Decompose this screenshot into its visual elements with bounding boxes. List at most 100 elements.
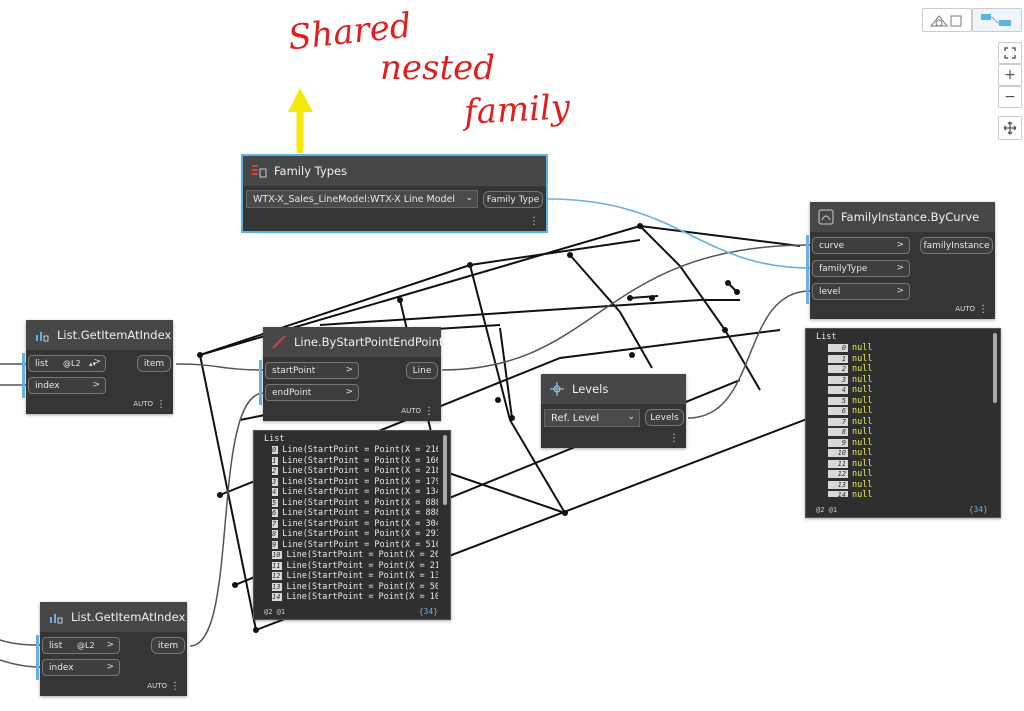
zoom-out-button[interactable]: −	[998, 86, 1022, 108]
family-type-dropdown[interactable]: WTX-X_Sales_LineModel:WTX-X Line Model ⌄	[246, 190, 478, 208]
output-port-family-instance[interactable]: familyInstance	[920, 237, 993, 254]
dropdown-value: WTX-X_Sales_LineModel:WTX-X Line Model	[253, 193, 456, 205]
input-port-index[interactable]: index >	[36, 657, 120, 680]
preview-scrollbar[interactable]	[993, 333, 997, 403]
list-level[interactable]: @L2	[63, 359, 81, 368]
lacing-label[interactable]: AUTO	[401, 407, 421, 415]
input-port-family-type[interactable]: familyType >	[806, 258, 910, 281]
chevron-right-icon: >	[896, 286, 904, 296]
pan-button[interactable]	[998, 116, 1022, 140]
input-port-level[interactable]: level >	[806, 281, 910, 304]
output-port-levels[interactable]: Levels	[645, 409, 684, 426]
preview-row-value: Line(StartPoint = Point(X = 888	[282, 497, 438, 508]
zoom-in-button[interactable]: +	[998, 64, 1022, 86]
preview-row-value: Line(StartPoint = Point(X = 26	[286, 550, 438, 561]
input-port-list-chevron[interactable]: >	[93, 355, 106, 372]
input-port-end-point[interactable]: endPoint >	[259, 382, 359, 405]
preview-row-value: Line(StartPoint = Point(X = 21	[286, 560, 438, 571]
node-family-types[interactable]: Family Types WTX-X_Sales_LineModel:WTX-X…	[241, 154, 548, 233]
preview-row-index: 8	[272, 530, 279, 539]
output-port-line[interactable]: Line	[406, 362, 438, 379]
family-types-icon	[251, 163, 267, 179]
node-header[interactable]: Family Types	[243, 156, 546, 186]
node-header[interactable]: FamilyInstance.ByCurve	[810, 202, 995, 232]
node-line-by-points[interactable]: Line.ByStartPointEndPoint startPoint > e…	[259, 327, 444, 421]
node-menu-icon[interactable]: ⋮	[170, 681, 180, 692]
node-levels[interactable]: Levels Ref. Level ⌄ Levels ⋮	[541, 374, 686, 448]
preview-row-value: null	[852, 343, 873, 354]
input-port-list[interactable]: list @L2 ▴▾	[22, 353, 106, 376]
list-level[interactable]: @L2	[77, 641, 95, 650]
preview-row-value: null	[852, 437, 873, 448]
node-title: FamilyInstance.ByCurve	[841, 210, 980, 224]
input-port-curve[interactable]: curve >	[806, 235, 910, 258]
node-menu-icon[interactable]: ⋮	[529, 216, 539, 227]
input-port-index[interactable]: index >	[22, 375, 106, 398]
preview-row-index: 3	[828, 375, 848, 384]
annotation-arrow	[288, 88, 313, 154]
output-port-item[interactable]: item	[151, 637, 185, 654]
level-dropdown[interactable]: Ref. Level ⌄	[544, 409, 640, 427]
lacing-label[interactable]: AUTO	[147, 682, 167, 690]
geometry-view-button[interactable]	[922, 8, 972, 32]
preview-levels: @2 @1	[816, 506, 838, 514]
wire-selected	[547, 198, 811, 269]
node-family-instance-by-curve[interactable]: FamilyInstance.ByCurve curve > familyTyp…	[806, 202, 995, 319]
preview-label: List	[264, 434, 285, 444]
input-port-start-point[interactable]: startPoint >	[259, 360, 359, 383]
preview-count: {34}	[418, 607, 438, 616]
list-getitem-icon	[48, 609, 64, 625]
output-port-family-type[interactable]: Family Type	[483, 191, 543, 208]
preview-row-value: null	[852, 458, 873, 469]
lacing-label[interactable]: AUTO	[955, 305, 975, 313]
node-menu-icon[interactable]: ⋮	[424, 406, 434, 417]
preview-row-index: 3	[272, 477, 279, 486]
node-menu-icon[interactable]: ⋮	[669, 433, 679, 444]
node-header[interactable]: Line.ByStartPointEndPoint	[263, 327, 444, 357]
graph-view-button[interactable]	[972, 8, 1022, 32]
list-getitem-icon	[34, 327, 50, 343]
geometry-vertices	[197, 223, 740, 633]
node-title: Line.ByStartPointEndPoint	[294, 335, 444, 349]
preview-row-index: 5	[272, 498, 279, 507]
annotation-text-family: family	[463, 87, 572, 133]
preview-row-value: null	[852, 490, 873, 497]
input-port-list[interactable]: list @L2 >	[36, 635, 120, 658]
node-header[interactable]: List.GetItemAtIndex	[26, 320, 173, 350]
preview-row-index: 7	[828, 417, 848, 426]
node-header[interactable]: Levels	[541, 374, 686, 404]
node-menu-icon[interactable]: ⋮	[156, 399, 166, 410]
preview-row-index: 2	[828, 365, 848, 374]
node-title: Levels	[572, 382, 609, 396]
zoom-fit-button[interactable]	[998, 42, 1022, 64]
node-menu-icon[interactable]: ⋮	[978, 304, 988, 315]
preview-scrollbar[interactable]	[443, 435, 447, 505]
node-list-getitem-1[interactable]: List.GetItemAtIndex list @L2 ▴▾ > index …	[22, 320, 173, 414]
lacing-label[interactable]: AUTO	[133, 400, 153, 408]
preview-row-index: 10	[828, 449, 848, 458]
preview-row-index: 10	[272, 551, 283, 560]
level-stepper[interactable]: ▴▾	[89, 359, 97, 368]
preview-row-index: 0	[828, 344, 848, 353]
preview-row-value: Line(StartPoint = Point(X = 50	[286, 581, 438, 592]
output-port-item[interactable]: item	[137, 355, 171, 372]
preview-row-value: null	[852, 395, 873, 406]
preview-row-value: Line(StartPoint = Point(X = 134	[282, 487, 438, 498]
chevron-down-icon: ⌄	[627, 412, 635, 422]
node-header[interactable]: List.GetItemAtIndex	[40, 602, 187, 632]
preview-levels: @2 @1	[264, 608, 286, 616]
node-list-getitem-2[interactable]: List.GetItemAtIndex list @L2 > index > i…	[36, 602, 187, 696]
